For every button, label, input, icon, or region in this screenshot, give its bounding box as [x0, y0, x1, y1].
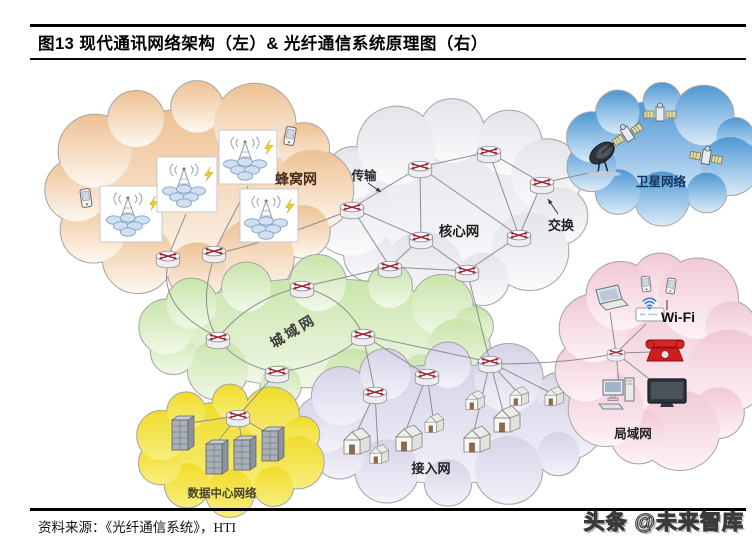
mobile-phone-icon — [283, 126, 297, 146]
mobile-phone-icon — [79, 188, 93, 208]
access-network-label: 接入网 — [411, 461, 450, 476]
network-link — [466, 270, 491, 363]
server-rack-icon — [260, 426, 286, 462]
house-icon — [394, 424, 423, 452]
router-icon — [454, 264, 480, 283]
house-icon — [424, 413, 445, 433]
network-link — [389, 266, 468, 272]
router-icon — [407, 160, 433, 179]
house-icon — [369, 444, 390, 464]
device-icon-layer — [79, 102, 723, 475]
title-divider — [30, 58, 746, 60]
wifi-router-icon — [635, 297, 668, 322]
transmission-label: 传输 — [350, 168, 377, 183]
network-link — [206, 257, 217, 337]
lightning-icon — [204, 166, 214, 182]
cellular-network-label: 蜂窝网 — [275, 171, 317, 187]
mobile-phone-icon — [665, 277, 677, 295]
router-icon — [225, 409, 251, 428]
router-icon — [205, 331, 231, 350]
desktop-pc-icon — [598, 377, 635, 410]
satellite-network-label: 卫星网络 — [636, 174, 687, 189]
router-icon — [350, 328, 376, 347]
network-link — [167, 213, 187, 258]
router-icon — [476, 145, 502, 164]
datacenter-network-label: 数据中心网络 — [188, 486, 257, 500]
house-icon — [342, 427, 371, 455]
router-icon — [408, 231, 434, 250]
telephone-icon — [645, 339, 685, 362]
network-link — [166, 262, 217, 337]
network-link — [419, 166, 520, 237]
router-icon — [362, 386, 388, 405]
tv-icon — [647, 378, 687, 407]
network-link — [301, 266, 391, 288]
router-icon — [289, 280, 315, 299]
house-icon — [465, 390, 486, 410]
network-link — [493, 354, 609, 365]
router-icon — [477, 355, 503, 374]
router-icon — [201, 245, 227, 264]
house-icon — [509, 386, 530, 406]
satellite-dish-icon — [587, 139, 621, 177]
laptop-icon — [595, 284, 629, 311]
cloud-lan — [554, 252, 752, 472]
house-icon — [544, 386, 565, 406]
router-icon — [264, 365, 290, 384]
router-icon — [606, 348, 626, 362]
top-divider — [30, 24, 746, 27]
network-link — [362, 334, 491, 363]
satellite-icon — [611, 122, 644, 147]
bottom-divider — [30, 508, 746, 511]
watermark: 头条 @未来智库 — [583, 510, 744, 534]
server-rack-icon — [170, 415, 196, 451]
satellite-icon — [689, 145, 723, 166]
lightning-icon — [149, 195, 159, 211]
network-link — [609, 311, 617, 354]
server-rack-icon — [232, 435, 258, 471]
router-icon — [339, 201, 365, 220]
cell-tower-icon — [156, 156, 218, 213]
lightning-icon — [285, 198, 295, 214]
mobile-phone-icon — [640, 275, 652, 293]
network-link — [615, 323, 647, 354]
house-icon — [462, 425, 491, 453]
figure-title: 图13 现代通讯网络架构（左）& 光纤通信系统原理图（右） — [38, 35, 488, 53]
switching-label: 交换 — [548, 218, 575, 233]
cell-tower-icon — [239, 188, 299, 243]
cell-tower-icon — [99, 185, 163, 243]
lightning-icon — [264, 139, 274, 155]
network-link — [488, 151, 520, 237]
satellite-icon — [643, 102, 677, 122]
network-link — [419, 166, 422, 239]
cell-tower-icon — [218, 129, 278, 185]
source-note: 资料来源：《光纤通信系统》，HTI — [38, 520, 236, 535]
router-icon — [155, 250, 181, 269]
router-icon — [506, 229, 532, 248]
router-icon — [414, 368, 440, 387]
arrow-icon — [548, 199, 553, 205]
router-icon — [377, 260, 403, 279]
wifi-label: Wi-Fi — [661, 309, 695, 325]
core-network-label: 核心网 — [439, 223, 480, 239]
arrow-icon — [375, 187, 381, 192]
router-icon — [529, 176, 555, 195]
house-icon — [492, 405, 521, 433]
lan-label: 局域网 — [614, 426, 652, 441]
server-rack-icon — [204, 439, 230, 475]
